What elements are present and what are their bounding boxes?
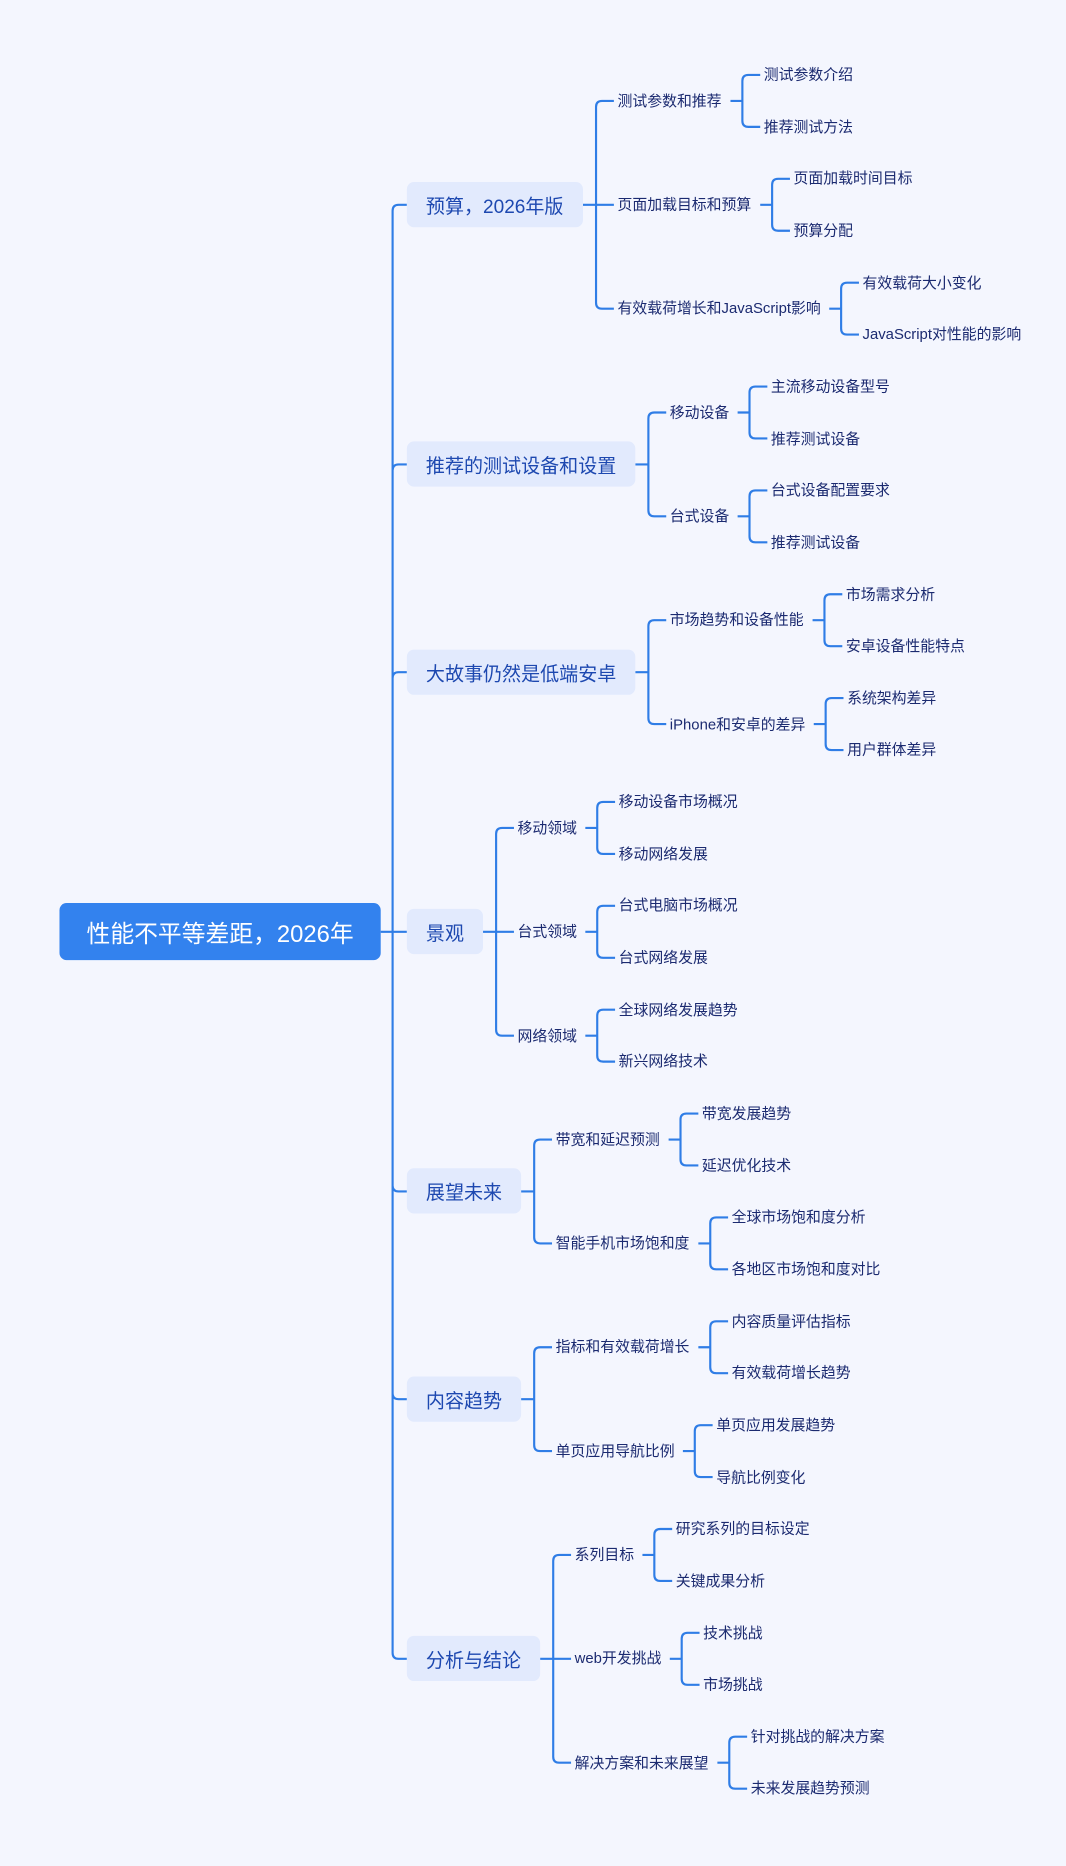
connector-bracket: [698, 1216, 729, 1271]
connector-bracket: [483, 826, 514, 1037]
central-topic[interactable]: 性能不平等差距，2026年: [59, 903, 381, 961]
connector-bracket: [635, 619, 667, 726]
leaf-topic[interactable]: 有效载荷增长趋势: [731, 1364, 851, 1382]
connector-bracket: [668, 1112, 699, 1167]
leaf-topic[interactable]: 市场挑战: [703, 1676, 763, 1694]
leaf-topic[interactable]: 安卓设备性能特点: [845, 637, 965, 655]
leaf-topic[interactable]: 推荐测试设备: [770, 533, 861, 551]
leaf-topic[interactable]: 导航比例变化: [716, 1468, 806, 1486]
leaf-topic[interactable]: 全球市场饱和度分析: [731, 1209, 866, 1226]
leaf-topic[interactable]: 移动网络发展: [618, 845, 708, 863]
subtopic[interactable]: 台式设备: [669, 508, 730, 525]
leaf-topic[interactable]: 延迟优化技术: [701, 1157, 792, 1174]
subtopic[interactable]: 页面加载目标和预算: [617, 196, 752, 214]
connector-bracket: [582, 99, 614, 310]
leaf-topic[interactable]: 有效载荷大小变化: [862, 274, 982, 291]
main-topic[interactable]: 内容趋势: [406, 1376, 522, 1422]
leaf-topic[interactable]: 关键成果分析: [675, 1572, 765, 1590]
main-topic[interactable]: 展望未来: [406, 1168, 522, 1215]
subtopic[interactable]: web开发挑战: [574, 1650, 662, 1668]
subtopic[interactable]: 智能手机市场饱和度: [555, 1235, 690, 1252]
leaf-topic[interactable]: 带宽发展趋势: [701, 1105, 792, 1122]
connector-bracket: [730, 73, 761, 128]
connector-bracket: [698, 1320, 729, 1375]
main-topic[interactable]: 推荐的测试设备和设置: [406, 441, 636, 488]
main-topic[interactable]: 大故事仍然是低端安卓: [406, 649, 636, 695]
leaf-topic[interactable]: 台式电脑市场概况: [618, 897, 738, 915]
leaf-topic[interactable]: 测试参数介绍: [763, 66, 854, 84]
connector-bracket: [585, 800, 616, 855]
leaf-topic[interactable]: 台式网络发展: [618, 949, 708, 967]
connector-bracket: [737, 385, 768, 440]
leaf-topic[interactable]: 市场需求分析: [845, 585, 936, 603]
leaf-topic[interactable]: 针对挑战的解决方案: [750, 1728, 885, 1746]
subtopic[interactable]: 系列目标: [574, 1546, 635, 1564]
connector-bracket: [812, 593, 843, 648]
connector-bracket: [642, 1527, 673, 1583]
connector-bracket: [540, 1553, 572, 1764]
subtopic[interactable]: 指标和有效载荷增长: [555, 1338, 690, 1356]
leaf-topic[interactable]: 全球网络发展趋势: [618, 1001, 738, 1019]
connector-bracket: [829, 281, 859, 336]
connector-bracket: [521, 1346, 553, 1453]
subtopic[interactable]: 移动设备: [669, 404, 730, 421]
connector-bracket: [635, 411, 667, 518]
leaf-topic[interactable]: 系统架构差异: [847, 689, 937, 707]
connector-bracket: [585, 1008, 616, 1063]
connector-bracket: [737, 489, 768, 544]
leaf-topic[interactable]: 页面加载时间目标: [793, 170, 913, 188]
leaf-topic[interactable]: 单页应用发展趋势: [716, 1416, 836, 1434]
subtopic[interactable]: iPhone和安卓的差异: [669, 715, 806, 733]
leaf-topic[interactable]: 台式设备配置要求: [770, 482, 890, 499]
leaf-topic[interactable]: 内容质量评估指标: [731, 1312, 851, 1330]
subtopic[interactable]: 市场趋势和设备性能: [669, 611, 804, 629]
leaf-topic[interactable]: 未来发展趋势预测: [750, 1780, 870, 1797]
connector-bracket: [669, 1631, 700, 1686]
connector-bracket: [521, 1138, 553, 1245]
connector-bracket: [760, 177, 790, 232]
subtopic[interactable]: 有效载荷增长和JavaScript影响: [617, 300, 821, 317]
leaf-topic[interactable]: 用户群体差异: [847, 741, 937, 759]
subtopic[interactable]: 测试参数和推荐: [617, 92, 722, 110]
leaf-topic[interactable]: 推荐测试设备: [770, 430, 861, 447]
leaf-topic[interactable]: JavaScript对性能的影响: [862, 326, 1022, 343]
subtopic[interactable]: 解决方案和未来展望: [574, 1754, 709, 1772]
leaf-topic[interactable]: 移动设备市场概况: [618, 793, 738, 811]
main-topic[interactable]: 分析与结论: [406, 1636, 541, 1682]
connector-bracket: [717, 1735, 748, 1790]
main-topic[interactable]: 景观: [406, 909, 484, 955]
connector-bracket: [585, 904, 616, 959]
connector-bracket: [813, 697, 844, 752]
subtopic[interactable]: 移动领域: [517, 819, 578, 837]
leaf-topic[interactable]: 研究系列的目标设定: [675, 1520, 810, 1538]
connector-bracket: [682, 1424, 713, 1479]
subtopic[interactable]: 台式领域: [517, 923, 578, 941]
leaf-topic[interactable]: 技术挑战: [703, 1624, 763, 1642]
main-topic[interactable]: 预算，2026年版: [406, 182, 583, 228]
leaf-topic[interactable]: 预算分配: [793, 222, 854, 240]
subtopic[interactable]: 网络领域: [517, 1027, 578, 1044]
subtopic[interactable]: 单页应用导航比例: [555, 1442, 675, 1460]
leaf-topic[interactable]: 推荐测试方法: [763, 118, 854, 136]
leaf-topic[interactable]: 主流移动设备型号: [770, 378, 890, 395]
leaf-topic[interactable]: 新兴网络技术: [618, 1053, 708, 1070]
connector-bracket: [380, 203, 407, 1660]
subtopic[interactable]: 带宽和延迟预测: [555, 1131, 660, 1148]
leaf-topic[interactable]: 各地区市场饱和度对比: [731, 1261, 881, 1278]
